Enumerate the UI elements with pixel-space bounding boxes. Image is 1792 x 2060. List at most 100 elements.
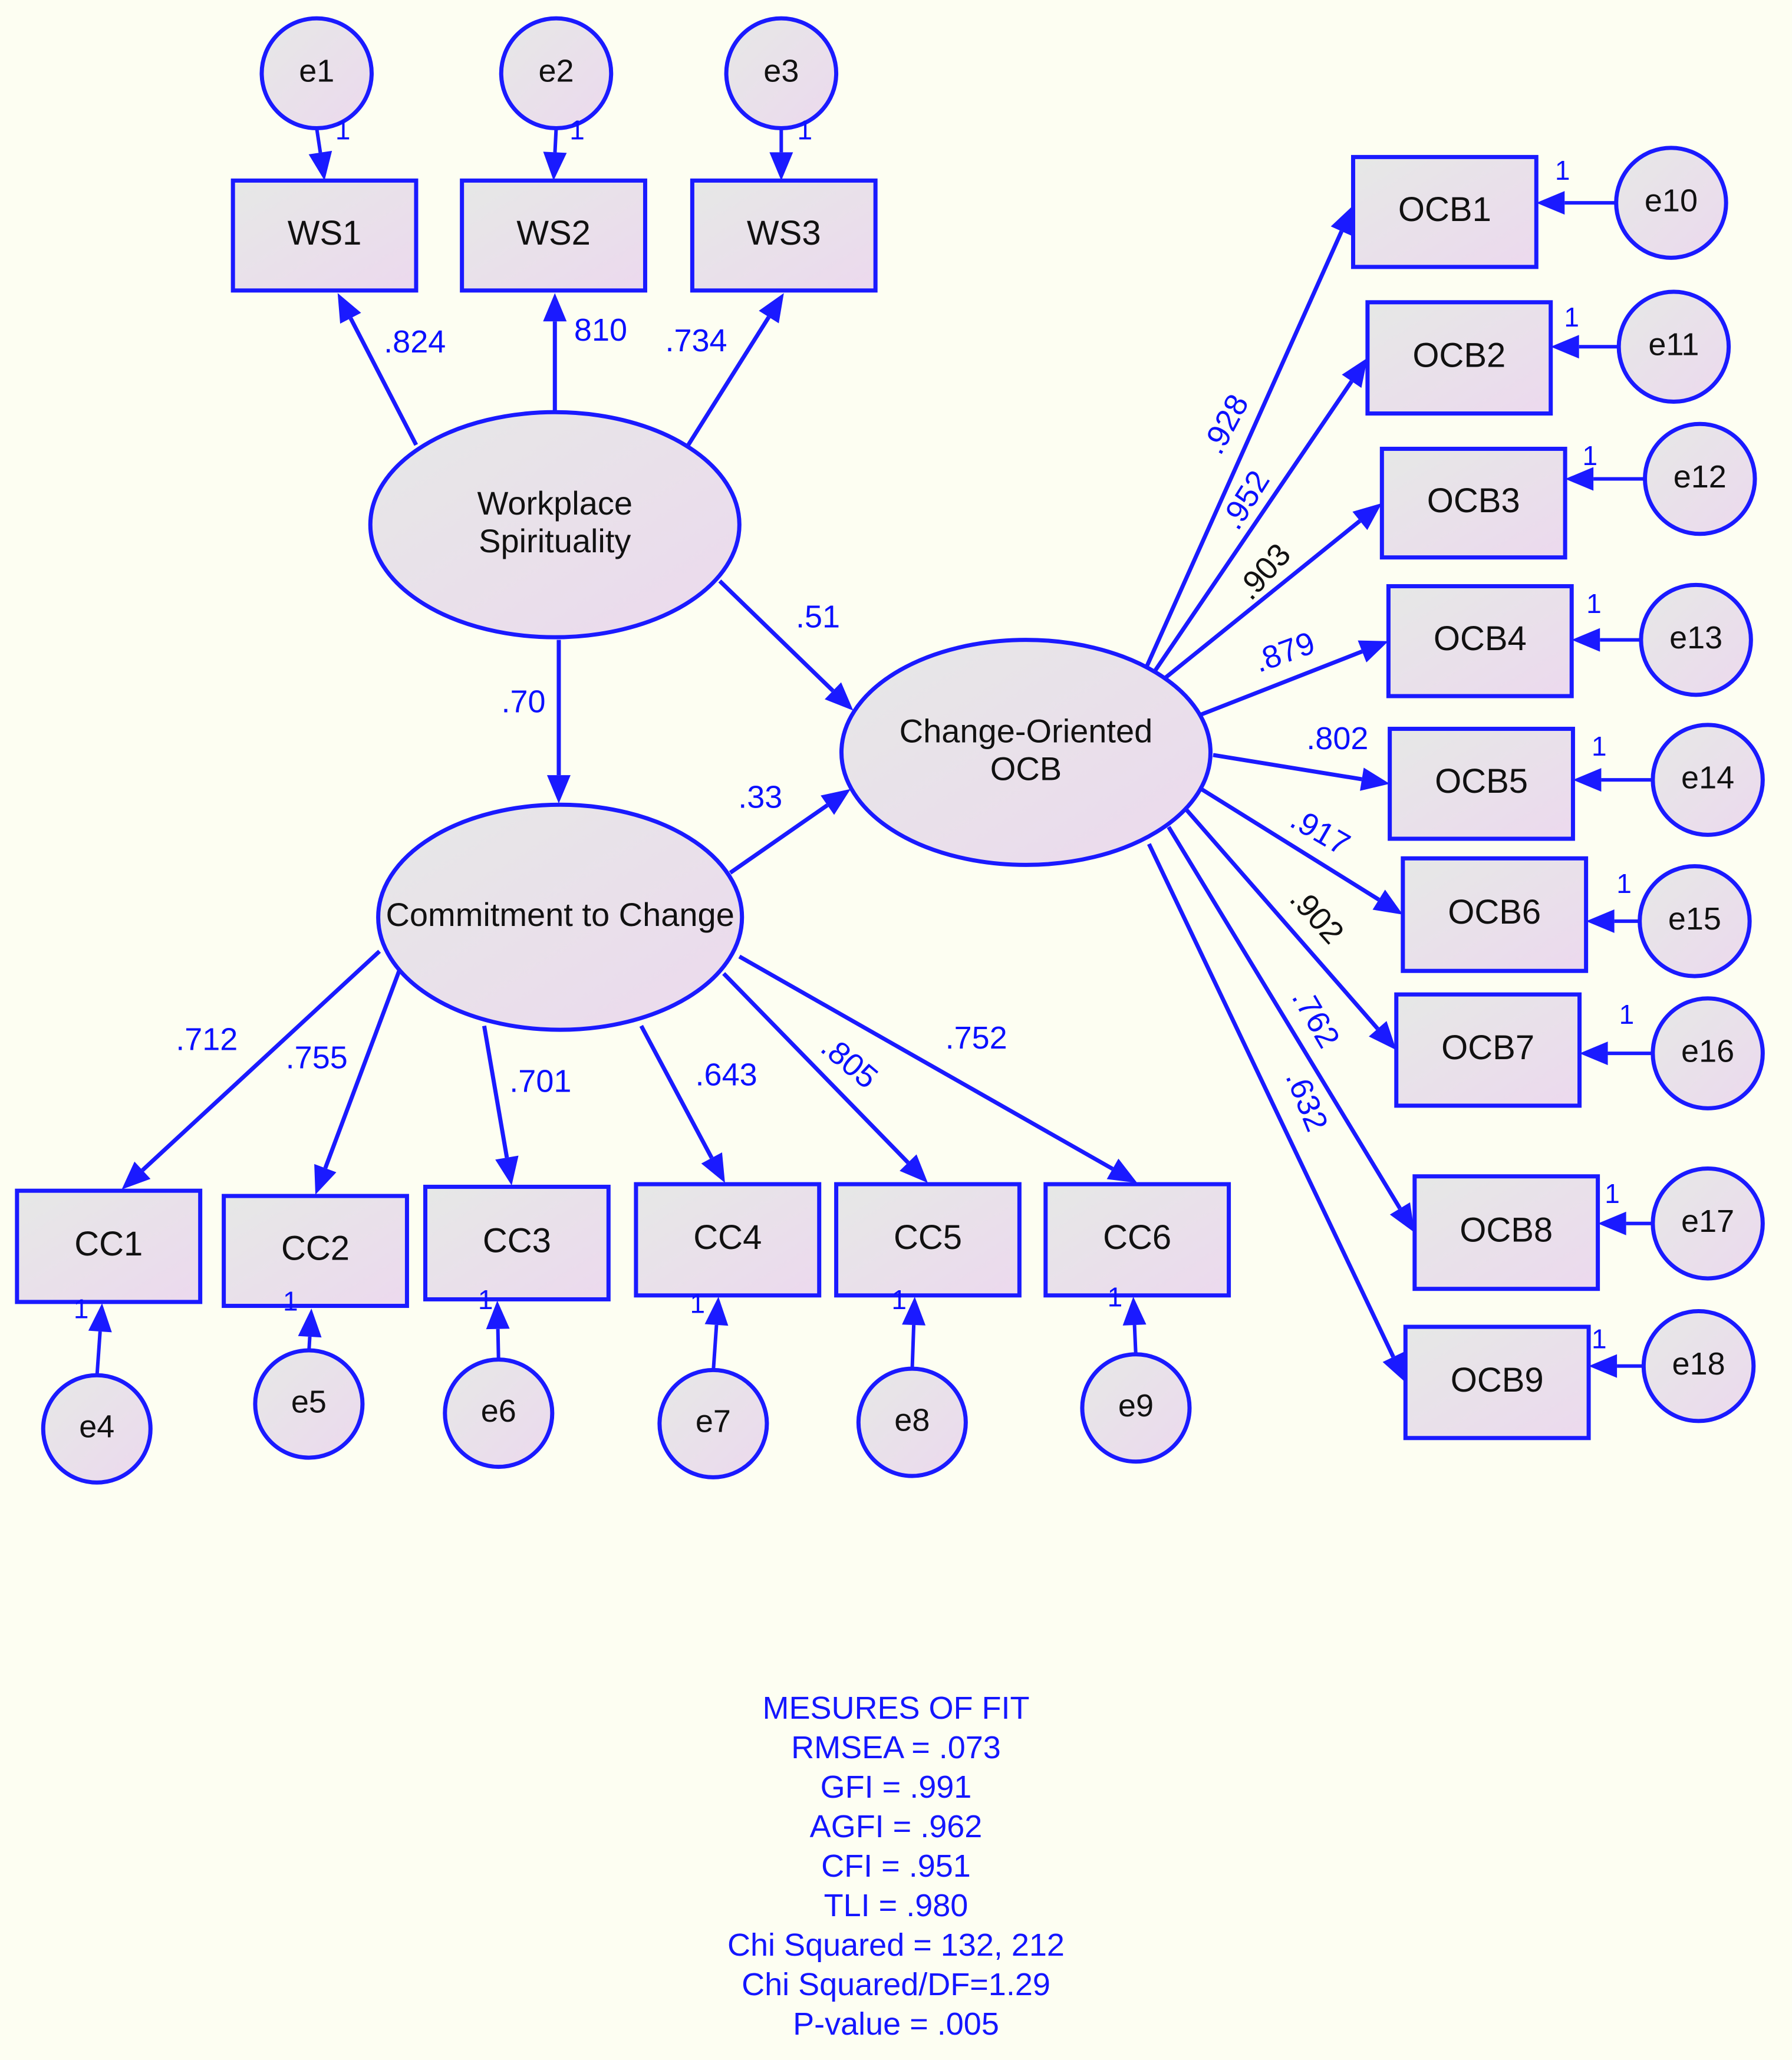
loading-arrow-cc6 — [738, 954, 1138, 1183]
loading-label-cc3: .701 — [509, 1063, 571, 1099]
indicator-cc3: CC3 — [423, 1185, 611, 1301]
error-term-e6: e6 — [443, 1357, 555, 1469]
error-term-e7: e7 — [657, 1367, 769, 1479]
error-weight-e2: 1 — [569, 114, 585, 145]
indicator-cc1-label: CC1 — [74, 1225, 143, 1263]
error-term-e6-label: e6 — [481, 1393, 516, 1429]
structural-arrow-ws-cc — [546, 640, 571, 804]
error-weight-e8: 1 — [891, 1284, 907, 1315]
error-term-e1-label: e1 — [299, 54, 334, 89]
loading-arrow-ws2 — [543, 293, 567, 413]
path-label-ws-ocb: .51 — [796, 599, 840, 634]
error-term-e16: e16 — [1651, 996, 1765, 1110]
loading-label-cc6: .752 — [946, 1020, 1007, 1056]
loading-arrow-ocb2 — [1151, 358, 1368, 675]
error-weight-e18: 1 — [1592, 1324, 1607, 1354]
loading-arrow-ocb4 — [1200, 640, 1389, 717]
error-term-e17: e17 — [1651, 1166, 1765, 1281]
error-term-e8: e8 — [856, 1366, 968, 1478]
error-term-e9: e9 — [1080, 1352, 1192, 1464]
loading-arrow-ocb8 — [1167, 826, 1415, 1233]
indicator-cc5-label: CC5 — [894, 1218, 962, 1257]
indicator-ocb3-label: OCB3 — [1427, 482, 1520, 520]
fit-p-value: P-value = .005 — [793, 2006, 999, 2042]
error-term-e8-label: e8 — [894, 1402, 930, 1438]
error-arrow-e17 — [1597, 1211, 1656, 1235]
error-weight-e11: 1 — [1564, 302, 1579, 332]
indicator-ocb9-label: OCB9 — [1451, 1361, 1544, 1399]
indicator-ws1: WS1 — [230, 178, 419, 293]
loading-label-cc5: .805 — [814, 1029, 884, 1096]
error-term-e16-label: e16 — [1681, 1033, 1734, 1069]
error-weight-e17: 1 — [1605, 1178, 1620, 1209]
indicator-cc5: CC5 — [834, 1182, 1022, 1298]
error-weight-e13: 1 — [1586, 588, 1602, 619]
loading-arrow-cc5 — [722, 972, 928, 1183]
loading-arrow-ocb1 — [1144, 205, 1353, 668]
error-term-e12-label: e12 — [1674, 459, 1727, 495]
error-arrow-e5 — [298, 1308, 322, 1353]
error-term-e1: e1 — [259, 16, 374, 131]
error-weight-e12: 1 — [1583, 440, 1598, 471]
error-term-e9-label: e9 — [1118, 1388, 1154, 1423]
error-arrow-e7 — [704, 1297, 729, 1373]
error-term-e10-label: e10 — [1645, 183, 1698, 218]
latent-commitment-to-change: Commitment to Change — [376, 802, 745, 1032]
indicator-ocb1-label: OCB1 — [1398, 190, 1491, 229]
indicator-cc6: CC6 — [1043, 1182, 1231, 1298]
fit-measures-panel: MESURES OF FIT RMSEA = .073 GFI = .991 A… — [601, 1689, 1191, 2044]
edges-layer — [88, 128, 1656, 1383]
path-label-ws-cc: .70 — [501, 684, 545, 720]
error-weight-e10: 1 — [1555, 155, 1570, 186]
error-term-e11: e11 — [1616, 289, 1731, 404]
error-weight-e14: 1 — [1592, 731, 1607, 762]
error-weight-e6: 1 — [478, 1284, 493, 1315]
indicator-ocb1: OCB1 — [1350, 154, 1539, 269]
structural-arrow-cc-ocb — [729, 789, 851, 875]
indicator-ocb6: OCB6 — [1401, 856, 1589, 973]
indicator-cc6-label: CC6 — [1103, 1218, 1171, 1257]
loading-label-ocb1: .928 — [1195, 388, 1256, 460]
loading-arrow-ocb9 — [1147, 843, 1406, 1383]
loading-arrow-ocb7 — [1182, 806, 1396, 1050]
loading-label-ocb7: .902 — [1283, 881, 1350, 951]
path-label-cc-ocb: .33 — [738, 780, 782, 815]
error-term-e15-label: e15 — [1668, 901, 1721, 937]
indicator-ocb7: OCB7 — [1394, 992, 1582, 1108]
loading-arrow-cc3 — [482, 1025, 519, 1186]
indicator-ws3-label: WS3 — [747, 214, 821, 252]
error-arrow-e2 — [543, 128, 567, 181]
error-arrow-e6 — [486, 1300, 510, 1363]
error-weight-e9: 1 — [1108, 1282, 1123, 1313]
error-term-e13: e13 — [1639, 582, 1753, 697]
indicator-ocb5: OCB5 — [1388, 727, 1575, 841]
error-weight-e5: 1 — [283, 1286, 298, 1316]
error-term-e5: e5 — [253, 1348, 365, 1460]
error-term-e4: e4 — [41, 1373, 153, 1485]
error-arrow-e14 — [1573, 768, 1656, 792]
error-arrow-e4 — [88, 1303, 112, 1378]
fit-measures-title: MESURES OF FIT — [762, 1690, 1030, 1726]
fit-chi-squared-df: Chi Squared/DF=1.29 — [742, 1967, 1050, 2002]
indicator-ocb2: OCB2 — [1365, 300, 1553, 416]
error-term-e12: e12 — [1643, 421, 1757, 536]
indicator-ocb4: OCB4 — [1386, 584, 1574, 698]
fit-rmsea: RMSEA = .073 — [791, 1730, 1001, 1765]
error-weight-e3: 1 — [798, 114, 813, 145]
error-weight-e16: 1 — [1619, 999, 1635, 1030]
indicator-ws2-label: WS2 — [516, 214, 591, 252]
error-term-e11-label: e11 — [1648, 327, 1699, 362]
error-term-e3-label: e3 — [763, 54, 799, 89]
error-term-e3: e3 — [724, 16, 839, 131]
error-weight-e4: 1 — [74, 1294, 89, 1324]
indicator-ocb2-label: OCB2 — [1412, 336, 1506, 374]
loading-label-cc4: .643 — [696, 1057, 757, 1092]
loading-label-cc1: .712 — [176, 1021, 238, 1057]
latent-commitment-to-change-label-line-1: Commitment to Change — [386, 896, 734, 933]
error-arrow-e13 — [1572, 628, 1644, 652]
error-term-e7-label: e7 — [696, 1404, 731, 1439]
error-term-e4-label: e4 — [79, 1409, 114, 1445]
